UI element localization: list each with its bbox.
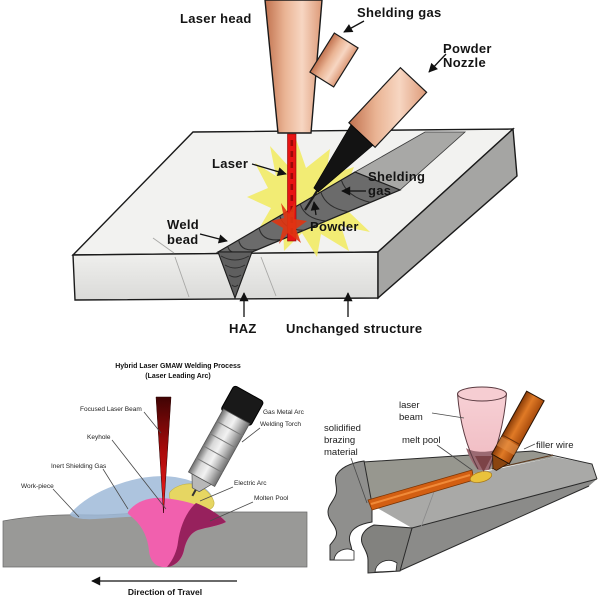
bl-leader-lines	[52, 411, 261, 522]
torch-nozzle-tip	[191, 473, 212, 493]
br-leader-lines	[350, 412, 536, 504]
br-plate-edges	[362, 450, 598, 572]
br-front-side	[399, 479, 597, 571]
bl-title-2: (Laser Leading Arc)	[145, 373, 210, 380]
bl-molten-pool-trailing	[167, 503, 226, 567]
br-filler-wire	[491, 390, 545, 471]
plate-right-face	[377, 127, 518, 300]
torch-contact-wire	[191, 489, 197, 497]
bl-label-work-piece: Work-piece	[21, 483, 54, 490]
bl-label-direction: Direction of Travel	[128, 587, 202, 597]
label-haz: HAZ	[229, 321, 257, 336]
label-powder-nozzle-2: Nozzle	[443, 55, 486, 70]
bl-title-1: Hybrid Laser GMAW Welding Process	[115, 363, 241, 370]
br-braze-seam-highlight	[370, 474, 471, 505]
bl-label-keyhole: Keyhole	[87, 434, 111, 441]
br-crease-line	[420, 488, 436, 528]
powder-nozzle	[304, 66, 428, 211]
bl-label-gmaw-torch-1: Gas Metal Arc	[263, 409, 305, 416]
br-front-flange-arch	[374, 560, 398, 573]
bl-label-molten-pool: Molten Pool	[254, 495, 289, 502]
haz-boundary-lines	[152, 237, 277, 298]
br-cone-top	[457, 386, 507, 402]
bl-label-focused-laser-beam: Focused Laser Beam	[80, 406, 142, 413]
bl-gmaw-torch	[187, 385, 264, 497]
br-label-solidified-1: solidified	[324, 423, 361, 434]
label-weld-bead-2: bead	[167, 232, 199, 247]
label-powder: Powder	[310, 219, 359, 234]
br-label-solidified-3: material	[324, 447, 358, 458]
shielding-gas-tube	[309, 32, 359, 88]
br-front-flange-profile	[361, 524, 413, 574]
label-shielding-gas-side-1: Shelding	[368, 169, 425, 184]
weld-bead-cross-section	[217, 251, 253, 300]
label-laser: Laser	[212, 156, 248, 171]
bl-laser-beam	[155, 396, 172, 514]
bl-label-electric-arc: Electric Arc	[234, 480, 267, 487]
br-cone-core	[475, 456, 492, 472]
br-wire-tip	[492, 453, 510, 471]
label-shielding-gas-top: Shelding gas	[357, 5, 442, 20]
br-label-filler-wire: filler wire	[536, 440, 573, 451]
label-laser-head: Laser head	[180, 11, 252, 26]
bl-label-inert-shielding-gas: Inert Shielding Gas	[51, 463, 107, 470]
label-powder-nozzle-1: Powder	[443, 41, 492, 56]
br-cone-outline	[457, 393, 507, 470]
br-back-flange-arch	[333, 548, 355, 561]
arrow-shielding-gas-top	[343, 20, 365, 33]
arrow-weld-bead	[199, 233, 228, 244]
bl-label-gmaw-torch-2: Welding Torch	[260, 421, 301, 428]
br-label-laser-2: beam	[399, 412, 423, 423]
br-front-top	[372, 457, 597, 528]
br-label-laser-1: laser	[399, 400, 420, 411]
br-melt-pool	[469, 471, 493, 483]
powder-nozzle-tip	[313, 124, 374, 193]
label-unchanged-structure: Unchanged structure	[286, 321, 422, 336]
arrow-powder	[310, 201, 320, 216]
br-label-melt-pool: melt pool	[402, 435, 441, 446]
powder-stream	[304, 190, 318, 211]
torch-body	[187, 408, 251, 488]
arrow-powder-nozzle	[428, 53, 447, 73]
weld-bead-cross-texture	[220, 255, 250, 287]
br-wire-sleeve	[496, 436, 519, 456]
torch-rings	[195, 420, 244, 473]
arrow-laser	[251, 163, 287, 177]
label-weld-bead-1: Weld	[167, 217, 199, 232]
laser-brazing-diagram: laser beam solidified brazing material m…	[324, 386, 598, 574]
br-label-solidified-2: brazing	[324, 435, 355, 446]
hybrid-gmaw-diagram: Hybrid Laser GMAW Welding Process (Laser…	[2, 363, 308, 597]
label-shielding-gas-side-2: gas	[368, 183, 391, 198]
laser-contact-glow	[271, 202, 307, 244]
laser-head-cone	[264, 0, 323, 134]
laser-cladding-diagram: Laser head Shelding gas Powder Nozzle La…	[71, 0, 518, 336]
